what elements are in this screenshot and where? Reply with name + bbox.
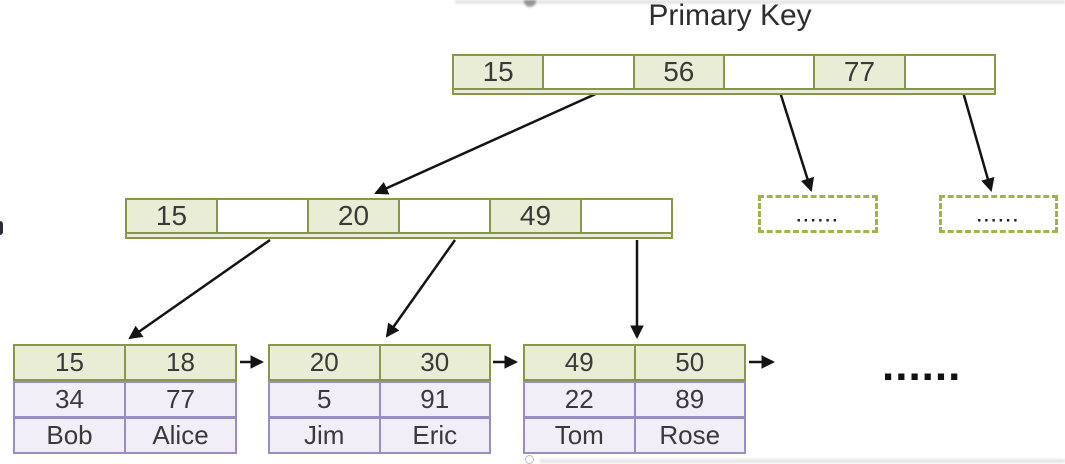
more-leaves-ellipsis: ...... [882,341,962,390]
leaf-key-cell: 49 [523,344,636,381]
leaf-name-cell: Bob [13,417,126,454]
leaf-name-cell: Eric [378,417,491,454]
internal-pointer-cell [398,198,491,234]
root-index-node: 15 56 77 [452,54,996,95]
leaf-value-cell: 34 [13,381,126,418]
root-key-cell: 77 [813,54,906,90]
diagram-title: Primary Key [648,0,812,32]
dashed-placeholder-box: ...... [758,195,878,233]
arrow-internal-to-leaf-1 [128,238,271,340]
leaf-key-cell: 30 [378,344,491,381]
leaf-value-cell: 89 [633,381,746,418]
root-pointer-cell [542,54,635,90]
leaf-page-3: 49 50 22 89 Tom Rose [523,344,746,454]
leaf-value-cell: 91 [378,381,491,418]
leaf-name-cell: Rose [633,417,746,454]
leaf-page-2: 20 30 5 91 Jim Eric [268,344,491,454]
placeholder-dots: ...... [796,205,840,225]
internal-key-cell: 20 [307,198,400,234]
leaf-key-cell: 50 [633,344,746,381]
internal-index-node: 15 20 49 [125,198,673,239]
leaf-value-cell: 5 [268,381,381,418]
leaf-name-cell: Jim [268,417,381,454]
leaf-value-cell: 22 [523,381,636,418]
root-key-cell: 56 [632,54,725,90]
leaf-key-cell: 15 [13,344,126,381]
arrow-root-to-dashed-2 [961,91,995,192]
crop-artifact-copyright [525,455,534,464]
leaf-key-cell: 20 [268,344,381,381]
internal-key-cell: 15 [125,198,218,234]
crop-artifact-top-spot [524,0,536,7]
dashed-placeholder-box: ...... [939,195,1058,233]
crop-artifact-top [455,0,1065,4]
arrow-internal-to-leaf-2 [385,239,457,338]
leaf-name-cell: Alice [124,417,237,454]
root-pointer-cell [903,54,996,90]
root-key-cell: 15 [452,54,545,90]
root-pointer-cell [722,54,816,90]
crop-artifact-bottom [540,459,1065,463]
leaf-key-cell: 18 [124,344,237,381]
leaf-name-cell: Tom [523,417,636,454]
internal-pointer-cell [216,198,309,234]
leaf-value-cell: 77 [124,381,237,418]
arrow-root-to-internal [374,90,601,195]
crop-artifact-left [0,221,3,235]
leaf-page-1: 15 18 34 77 Bob Alice [13,344,237,454]
internal-pointer-cell [580,198,673,234]
arrow-root-to-dashed-1 [778,91,815,192]
placeholder-dots: ...... [976,205,1021,225]
internal-key-cell: 49 [489,198,582,234]
